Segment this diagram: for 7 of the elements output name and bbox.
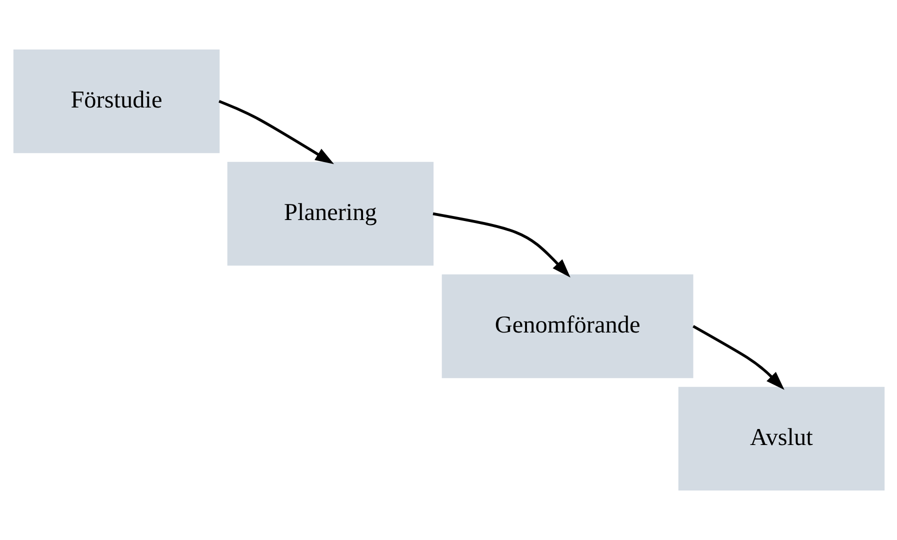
node-box: Förstudie bbox=[12, 49, 220, 154]
arrow bbox=[432, 212, 570, 278]
node-box: Avslut bbox=[678, 386, 884, 491]
arrow bbox=[692, 325, 784, 390]
node-box: Genomförande bbox=[441, 274, 693, 378]
arrow bbox=[218, 100, 334, 164]
node-box: Planering bbox=[226, 162, 434, 266]
